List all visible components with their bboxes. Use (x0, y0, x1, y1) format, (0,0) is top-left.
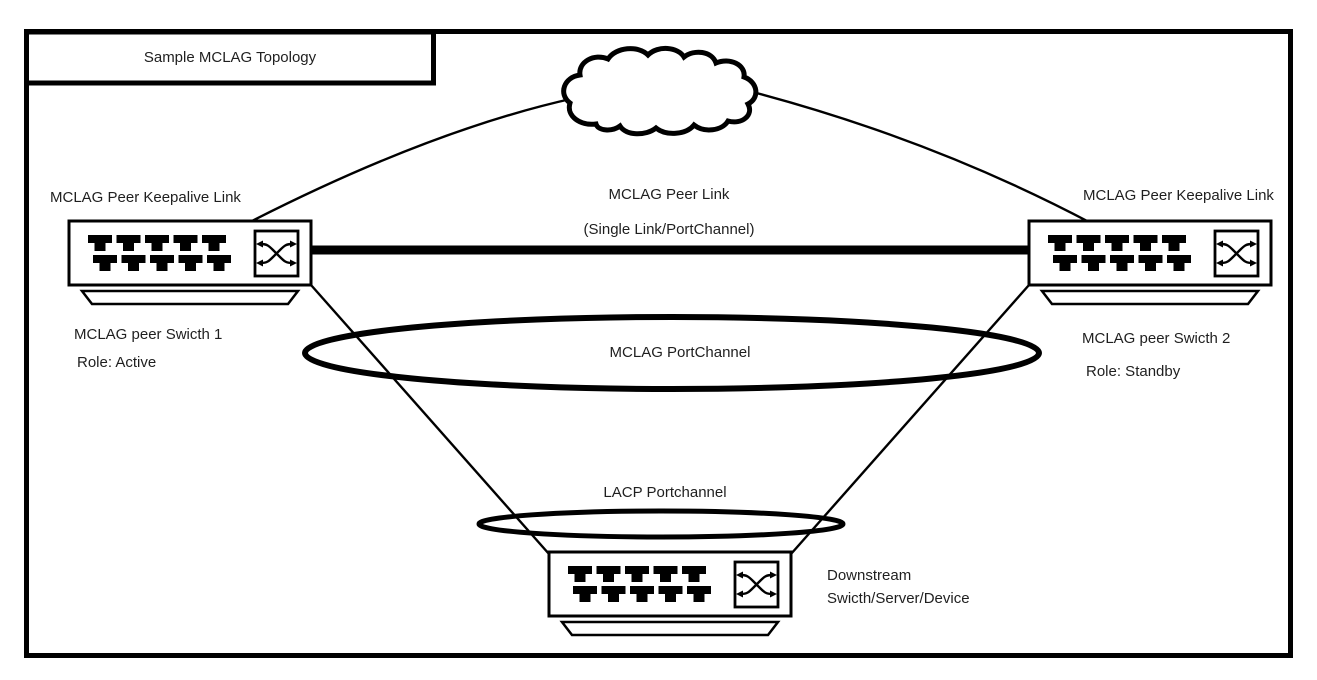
keepalive-label-left: MCLAG Peer Keepalive Link (50, 189, 241, 206)
switch1-role: Role: Active (77, 354, 157, 371)
diagram-title: Sample MCLAG Topology (143, 49, 317, 66)
title-box (24, 29, 436, 86)
keepalive-curve-right (744, 88, 1092, 225)
peer-link-sublabel: (Single Link/PortChannel) (583, 221, 755, 238)
switch1-name: MCLAG peer Swicth 1 (74, 326, 223, 343)
switch2-name: MCLAG peer Swicth 2 (1082, 330, 1231, 347)
switch2-icon (1029, 221, 1271, 304)
lacp-portchannel-label: LACP Portchannel (603, 484, 727, 501)
keepalive-label-right: MCLAG Peer Keepalive Link (1083, 187, 1274, 204)
peer-link-label: MCLAG Peer Link (608, 186, 730, 203)
outer-border (24, 29, 1293, 658)
downstream-switch-icon (549, 552, 791, 635)
lacp-portchannel-ellipse (476, 508, 846, 540)
downlink-right (790, 284, 1030, 555)
downstream-label: Downstream Swicth/Server/Device (827, 564, 970, 610)
keepalive-curve-left (247, 96, 576, 225)
switch2-role: Role: Standby (1086, 363, 1181, 380)
downstream-label-line2: Swicth/Server/Device (827, 590, 970, 607)
switch1-icon (69, 221, 311, 304)
mclag-portchannel-label: MCLAG PortChannel (609, 344, 751, 361)
downstream-label-line1: Downstream (827, 567, 912, 584)
downlink-left (310, 284, 550, 555)
cloud-icon (561, 46, 759, 137)
mclag-portchannel-ellipse (302, 314, 1042, 392)
